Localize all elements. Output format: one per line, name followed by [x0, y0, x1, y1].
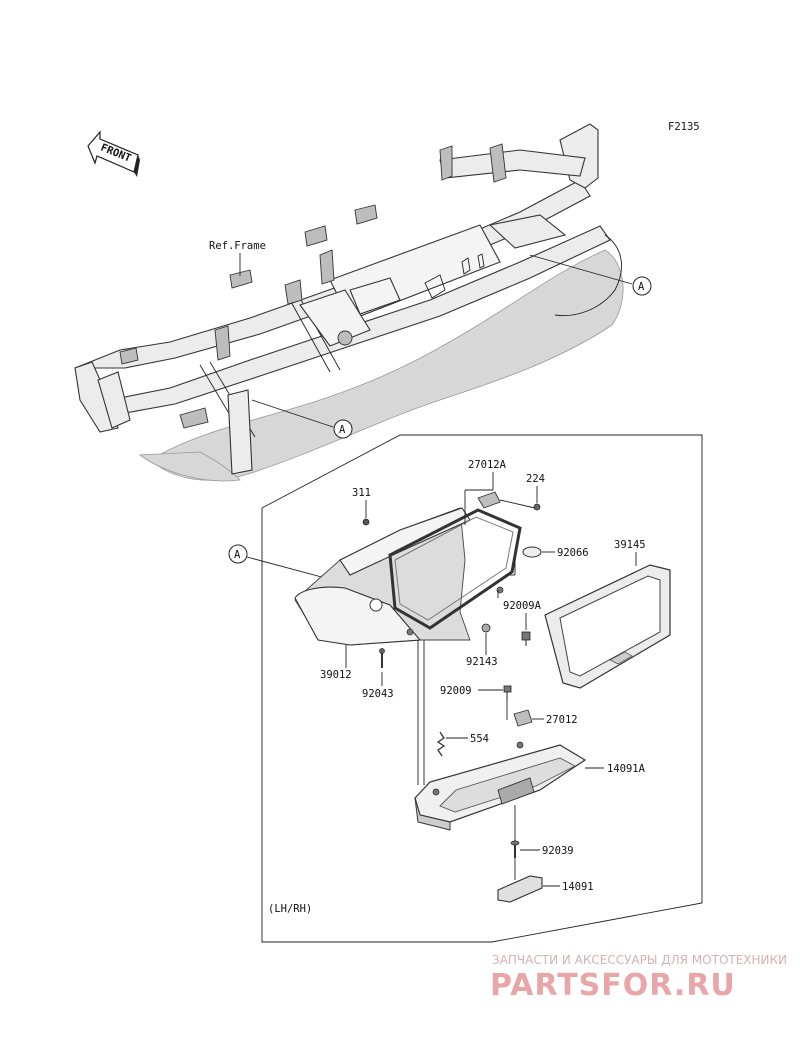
bolt-92009 — [503, 685, 512, 700]
grommet-311 — [362, 518, 370, 526]
detail-box — [261, 434, 703, 943]
frame-side-bracket — [299, 289, 371, 347]
part-14091A: 14091A — [607, 763, 646, 775]
frame-post-1 — [214, 325, 231, 361]
part-554: 554 — [470, 733, 489, 745]
front-arrow-icon: FRONT — [87, 130, 140, 177]
watermark-tagline: ЗАПЧАСТИ И АКСЕССУАРЫ ДЛЯ МОТОТЕХНИКИ — [492, 953, 787, 967]
watermark-brand: PARTSFOR.RU — [490, 968, 736, 1003]
part-39145: 39145 — [614, 539, 646, 551]
variant-note: (LH/RH) — [268, 903, 312, 915]
part-14091: 14091 — [562, 881, 594, 893]
latch-27012A — [477, 491, 501, 509]
svg-text:A: A — [638, 281, 645, 293]
part-27012: 27012 — [546, 714, 578, 726]
vehicle-frame — [74, 123, 624, 482]
screw-224 — [533, 503, 541, 511]
part-92039: 92039 — [542, 845, 574, 857]
figure-code: F2135 — [668, 121, 700, 133]
part-92009: 92009 — [440, 685, 472, 697]
rivet-92039 — [510, 840, 520, 858]
frame-post-3 — [439, 145, 453, 181]
svg-text:A: A — [234, 549, 241, 561]
frame-post-2 — [319, 249, 335, 285]
frame-brace-left — [227, 389, 253, 475]
bolt-92009A — [521, 631, 531, 646]
plug-92066 — [522, 546, 542, 558]
callout-a-mid: A — [251, 399, 353, 439]
frame-lower-rail — [109, 225, 611, 415]
pin-92043 — [379, 648, 385, 668]
svg-text:A: A — [339, 424, 346, 436]
spacer-92143 — [481, 623, 491, 633]
part-27012A: 27012A — [468, 459, 507, 471]
latch-27012 — [513, 709, 533, 727]
frame-shadow-left — [138, 451, 241, 482]
door-14091A — [414, 741, 587, 831]
frame-post-4 — [489, 143, 507, 183]
part-39012: 39012 — [320, 669, 352, 681]
part-311: 311 — [352, 487, 371, 499]
part-224: 224 — [526, 473, 545, 485]
seal-39145 — [544, 564, 671, 689]
handle-14091 — [497, 875, 543, 903]
ref-frame-label: Ref.Frame — [209, 240, 266, 252]
frame-front-upright — [74, 361, 119, 433]
part-92143: 92143 — [466, 656, 498, 668]
storage-box-39012 — [294, 507, 522, 646]
part-92043: 92043 — [362, 688, 394, 700]
frame-rear-plate — [488, 214, 567, 249]
frame-shadow — [149, 249, 624, 481]
part-92009A: 92009A — [503, 600, 542, 612]
spring-554 — [436, 731, 446, 757]
callout-a-top: A — [529, 254, 652, 296]
part-92066: 92066 — [557, 547, 589, 559]
